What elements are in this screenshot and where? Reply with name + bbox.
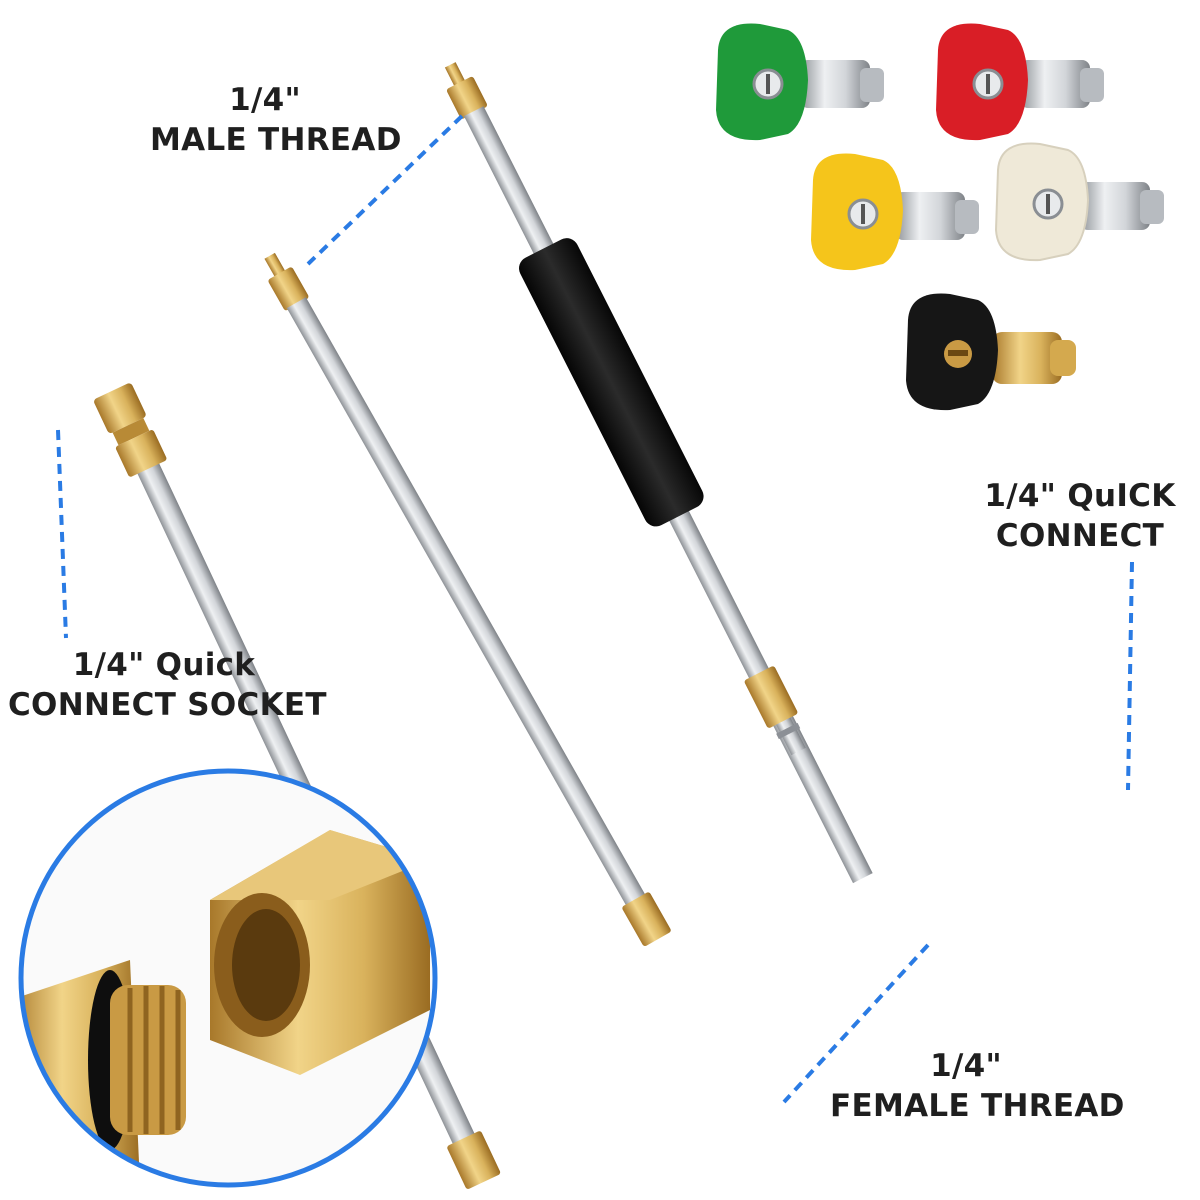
nozzle-tips — [716, 23, 1164, 411]
label-female-thread-line1: 1/4" — [930, 1048, 1002, 1084]
wand-long-with-grip — [444, 62, 873, 884]
leader-line-quick-connect — [1126, 561, 1134, 791]
leader-lines — [56, 114, 1134, 1104]
label-male-thread-line1: 1/4" — [229, 82, 301, 118]
label-quick-connect-socket: 1/4" Quick CONNECT SOCKET — [8, 645, 327, 725]
label-quick-connect-line1: 1/4" QuICK — [984, 478, 1176, 514]
label-male-thread: 1/4" MALE THREAD — [150, 80, 402, 160]
label-female-thread-line2: FEMALE THREAD — [830, 1088, 1125, 1124]
leader-line-male-thread — [306, 114, 464, 266]
nozzle-tip-red — [936, 23, 1104, 141]
label-socket-line1: 1/4" Quick — [72, 647, 256, 683]
label-quick-connect: 1/4" QuICK CONNECT — [975, 476, 1185, 556]
label-socket-line2: CONNECT SOCKET — [8, 687, 327, 723]
label-quick-connect-line2: CONNECT — [995, 518, 1165, 554]
leader-line-socket — [56, 429, 68, 639]
nozzle-tip-black — [906, 293, 1076, 411]
nozzle-tip-yellow — [811, 153, 979, 271]
leader-line-female-thread — [782, 943, 930, 1104]
label-male-thread-line2: MALE THREAD — [150, 122, 402, 158]
thread-detail-inset — [18, 768, 438, 1188]
wand-short-male-female — [264, 252, 671, 947]
nozzle-tip-green — [716, 23, 884, 141]
label-female-thread: 1/4" FEMALE THREAD — [830, 1046, 1125, 1126]
nozzle-tip-white — [994, 142, 1164, 262]
